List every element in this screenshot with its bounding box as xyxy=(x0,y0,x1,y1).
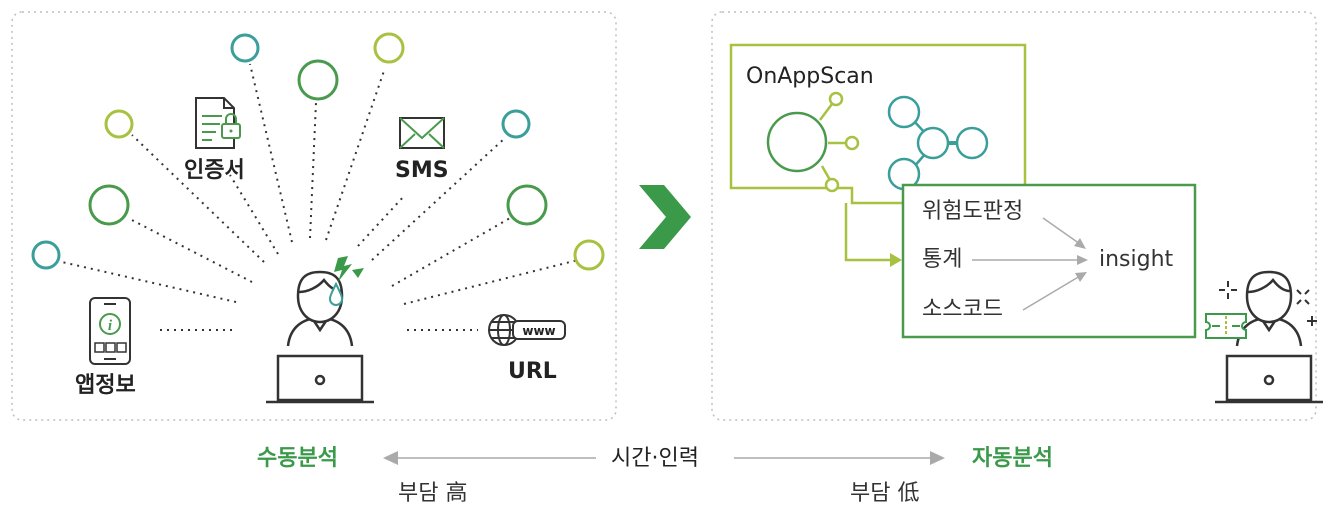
insight-arrows xyxy=(972,217,1088,311)
sparkle-icon xyxy=(1219,281,1317,326)
green-circle xyxy=(297,59,339,101)
results-card xyxy=(901,183,1197,339)
app-info-label: 앱정보 xyxy=(75,373,136,398)
right-chevron-arrow xyxy=(639,185,691,249)
onappscan-title: OnAppScan xyxy=(746,64,874,89)
auto-panel xyxy=(711,11,1317,421)
stats-label: 통계 xyxy=(922,247,963,272)
lime-circle xyxy=(573,239,605,271)
teal-circle xyxy=(31,240,61,270)
green-circle xyxy=(88,184,130,226)
lightning-icon xyxy=(334,256,352,282)
calm-person-icon xyxy=(1215,270,1323,404)
teal-circle xyxy=(230,33,260,63)
time-manpower-label: 시간·인력 xyxy=(611,446,699,471)
bottom-arrows xyxy=(383,451,945,465)
radiating-lines xyxy=(61,63,579,331)
auto-burden-label: 부담 低 xyxy=(850,481,920,506)
manual-panel xyxy=(11,11,617,421)
certificate-document-icon xyxy=(195,97,241,149)
lime-circle xyxy=(373,32,405,64)
svg-text:i: i xyxy=(108,318,113,334)
teal-circle xyxy=(501,109,531,139)
phone-info-icon: i xyxy=(89,297,131,365)
source-code-label: 소스코드 xyxy=(922,297,1003,322)
certificate-label: 인증서 xyxy=(184,158,245,183)
manual-analysis-label: 수동분석 xyxy=(257,446,338,471)
www-text: www xyxy=(522,324,555,338)
lime-circle xyxy=(104,109,134,139)
connector-arrow xyxy=(844,203,902,267)
insight-label: insight xyxy=(1099,247,1174,272)
ticket-icon xyxy=(1205,313,1247,339)
green-circle xyxy=(506,184,548,226)
url-label: URL xyxy=(508,359,557,384)
manual-burden-label: 부담 高 xyxy=(398,481,468,506)
auto-analysis-label: 자동분석 xyxy=(972,446,1053,471)
outer-circles xyxy=(31,32,605,271)
scanner-nodes xyxy=(766,91,860,193)
globe-www-icon xyxy=(488,314,566,346)
envelope-icon xyxy=(399,117,445,149)
lightning-icon xyxy=(352,268,364,278)
sweat-drop-icon xyxy=(328,281,344,306)
network-nodes xyxy=(887,95,989,191)
stressed-person-icon xyxy=(266,270,374,404)
sms-label: SMS xyxy=(395,158,449,183)
risk-label: 위험도판정 xyxy=(922,199,1024,224)
